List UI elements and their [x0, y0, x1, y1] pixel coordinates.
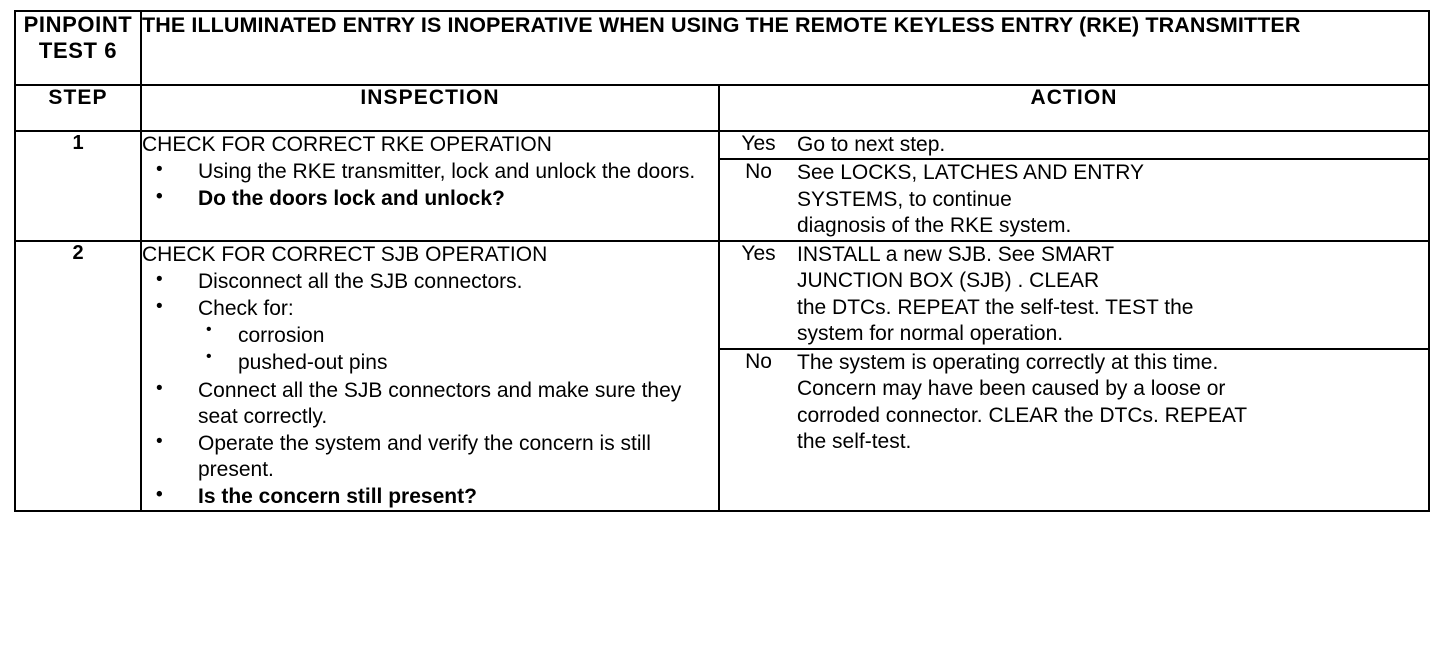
- list-item-text: Disconnect all the SJB connectors.: [198, 270, 523, 293]
- column-header-step: STEP: [14, 84, 142, 132]
- list-item: pushed-out pins: [198, 347, 718, 376]
- branch-label-no: No: [720, 347, 797, 456]
- branch-action-no: See LOCKS, LATCHES AND ENTRY SYSTEMS, to…: [797, 158, 1429, 240]
- branch-action-no: The system is operating correctly at thi…: [797, 347, 1429, 456]
- branch-label-yes: Yes: [720, 132, 797, 160]
- branch-action-yes: INSTALL a new SJB. See SMART JUNCTION BO…: [797, 241, 1429, 349]
- branch-table: Yes INSTALL a new SJB. See SMART JUNCTIO…: [720, 241, 1429, 456]
- list-item: Connect all the SJB connectors and make …: [142, 377, 718, 430]
- list-item: Using the RKE transmitter, lock and unlo…: [142, 158, 718, 185]
- list-item-text: Is the concern still present?: [198, 484, 477, 508]
- test-title-cell: THE ILLUMINATED ENTRY IS INOPERATIVE WHE…: [139, 10, 1431, 86]
- list-item: Disconnect all the SJB connectors.: [142, 268, 718, 295]
- action-text: The system is operating correctly at thi…: [797, 350, 1248, 453]
- list-item: Is the concern still present?: [142, 483, 718, 510]
- branch-label-no: No: [720, 158, 797, 240]
- action-text: INSTALL a new SJB. See SMART JUNCTION BO…: [797, 242, 1194, 346]
- branch-label-yes: Yes: [720, 241, 797, 349]
- pinpoint-test-table: PINPOINT TEST 6 THE ILLUMINATED ENTRY IS…: [14, 10, 1431, 512]
- step-number: 2: [14, 239, 142, 512]
- action-cell: Yes Go to next step. No See LOCKS, LATCH…: [717, 130, 1431, 242]
- list-item-text: Operate the system and verify the concer…: [198, 431, 651, 481]
- table-row: 1 CHECK FOR CORRECT RKE OPERATION Using …: [14, 130, 1431, 242]
- inspection-cell: CHECK FOR CORRECT RKE OPERATION Using th…: [140, 130, 720, 242]
- list-item-text: Check for:: [198, 297, 294, 321]
- inspection-title: CHECK FOR CORRECT RKE OPERATION: [142, 133, 552, 156]
- inspection-sub-list: corrosion pushed-out pins: [198, 320, 718, 377]
- sub-list-item-text: corrosion: [238, 324, 325, 348]
- list-item: Operate the system and verify the concer…: [142, 430, 718, 483]
- pinpoint-test-label-cell: PINPOINT TEST 6: [14, 10, 142, 86]
- inspection-list: Using the RKE transmitter, lock and unlo…: [142, 158, 718, 212]
- action-text: See LOCKS, LATCHES AND ENTRY SYSTEMS, to…: [797, 161, 1145, 238]
- column-header-row: STEP INSPECTION ACTION: [14, 84, 1431, 132]
- test-title: THE ILLUMINATED ENTRY IS INOPERATIVE WHE…: [142, 13, 1301, 37]
- list-item-text: Using the RKE transmitter, lock and unlo…: [198, 160, 696, 184]
- branch-row-yes: Yes Go to next step.: [720, 132, 1429, 160]
- sub-list-item-text: pushed-out pins: [238, 351, 388, 375]
- list-item: Do the doors lock and unlock?: [142, 185, 718, 212]
- pinpoint-test-label: PINPOINT TEST 6: [23, 12, 133, 63]
- list-item-text: Connect all the SJB connectors and make …: [198, 378, 682, 428]
- action-cell: Yes INSTALL a new SJB. See SMART JUNCTIO…: [717, 239, 1431, 512]
- table-header-row: PINPOINT TEST 6 THE ILLUMINATED ENTRY IS…: [14, 10, 1431, 86]
- branch-row-yes: Yes INSTALL a new SJB. See SMART JUNCTIO…: [720, 241, 1429, 349]
- list-item: Check for: corrosion pushed-out pins: [142, 295, 718, 377]
- column-header-action: ACTION: [717, 84, 1431, 132]
- inspection-list: Disconnect all the SJB connectors. Check…: [142, 268, 718, 510]
- column-header-inspection: INSPECTION: [140, 84, 720, 132]
- list-item-text: Do the doors lock and unlock?: [198, 187, 505, 211]
- step-number: 1: [14, 130, 142, 242]
- branch-row-no: No See LOCKS, LATCHES AND ENTRY SYSTEMS,…: [720, 158, 1429, 240]
- table-row: 2 CHECK FOR CORRECT SJB OPERATION Discon…: [14, 239, 1431, 512]
- action-text: Go to next step.: [797, 133, 946, 156]
- branch-table: Yes Go to next step. No See LOCKS, LATCH…: [720, 132, 1429, 240]
- inspection-cell: CHECK FOR CORRECT SJB OPERATION Disconne…: [140, 239, 720, 512]
- list-item: corrosion: [198, 320, 718, 349]
- inspection-title: CHECK FOR CORRECT SJB OPERATION: [142, 242, 548, 266]
- branch-action-yes: Go to next step.: [797, 132, 1429, 160]
- branch-row-no: No The system is operating correctly at …: [720, 347, 1429, 456]
